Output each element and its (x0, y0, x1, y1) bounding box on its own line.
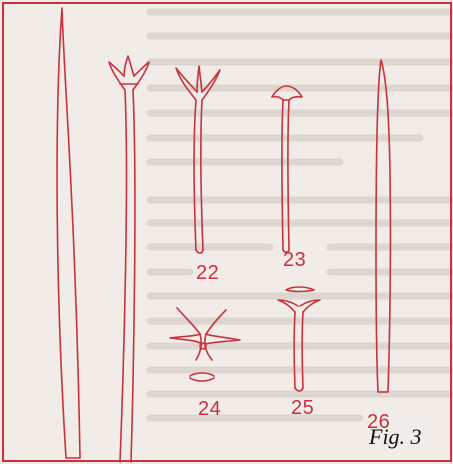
specimen-needle-left (57, 8, 80, 458)
specimen-label-22: 22 (196, 262, 219, 285)
figure-caption: Fig. 3 (369, 424, 422, 450)
specimen-trident-spicule (109, 56, 149, 462)
specimen-label-24: 24 (198, 398, 221, 421)
specimen-25 (278, 287, 320, 391)
specimen-label-25: 25 (291, 397, 314, 420)
specimen-label-23: 23 (283, 249, 306, 272)
